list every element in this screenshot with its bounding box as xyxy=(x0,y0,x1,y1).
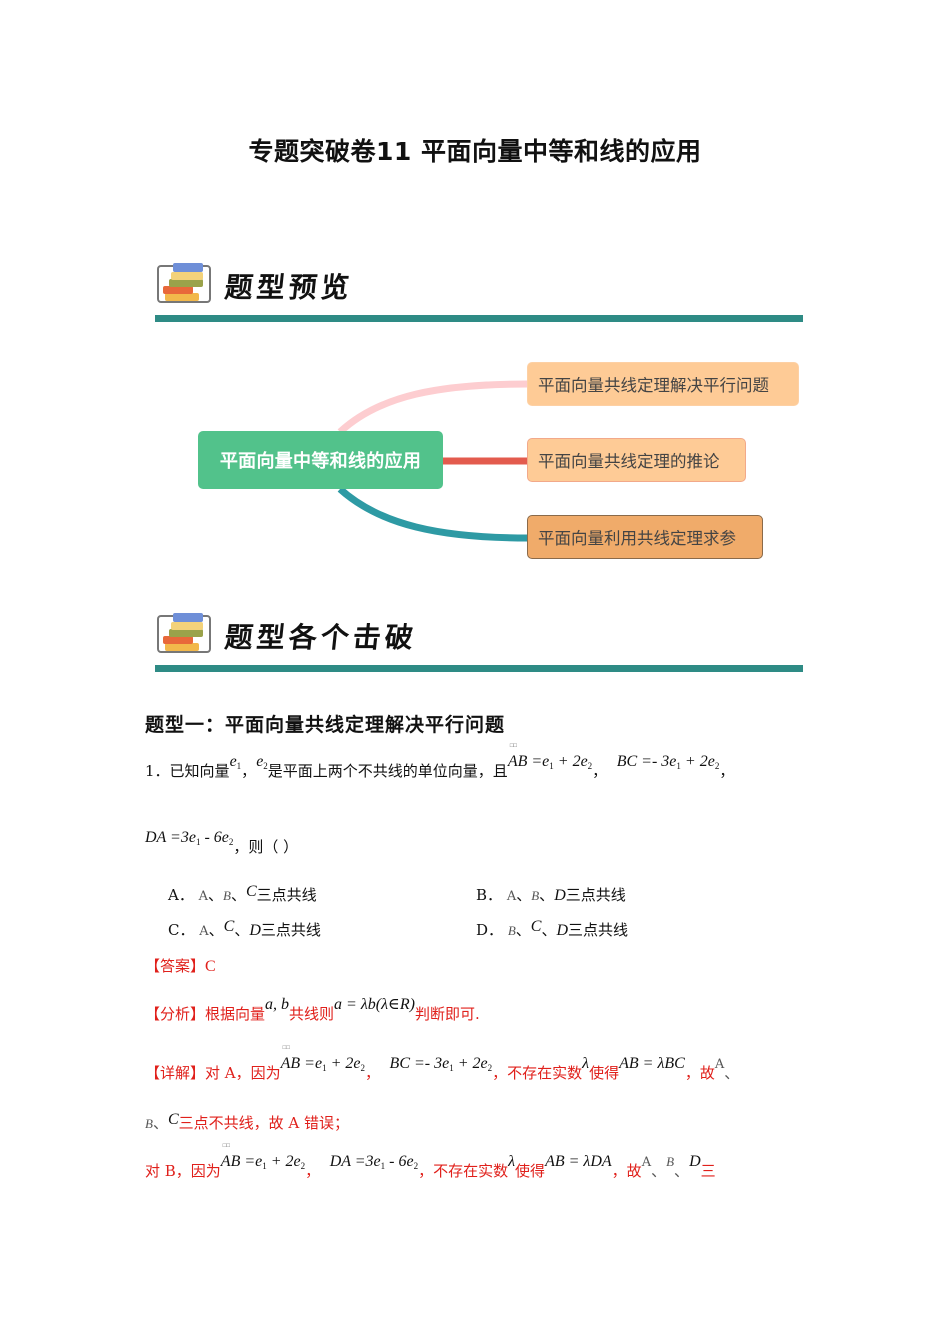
analysis-label: 【分析】 xyxy=(145,1005,206,1023)
formula-ab: AB =e1 + 2e2 xyxy=(281,1055,365,1073)
vector-e1: e1 xyxy=(229,753,242,771)
section-header-preview: 题型预览 xyxy=(155,258,803,322)
comma: ， xyxy=(719,762,735,780)
section-divider xyxy=(155,315,803,322)
book-stack-icon xyxy=(157,263,211,303)
answer-label: 【答案】 xyxy=(145,957,206,975)
detail-line-1: 【详解】对 A，因为AB =e1 + 2e2， BC =- 3e1 + 2e2，… xyxy=(145,1055,739,1083)
section-label: 题型各个击破 xyxy=(223,621,419,654)
comma: ， xyxy=(241,762,257,780)
analysis-line: 【分析】根据向量a, b共线则a = λb(λ∈R)判断即可. xyxy=(145,996,480,1023)
stem-text: 已知向量 xyxy=(169,762,230,780)
question-number: 1． xyxy=(145,762,170,780)
mindmap-branch-1: 平面向量共线定理解决平行问题 xyxy=(527,362,799,406)
page-title: 专题突破卷11 平面向量中等和线的应用 xyxy=(248,137,702,166)
option-a[interactable]: A． A、B、C三点共线 xyxy=(168,883,317,904)
option-c[interactable]: C． A、C、D三点共线 xyxy=(168,918,321,939)
formula-da: DA =3e1 - 6e2 xyxy=(329,1153,419,1171)
book-stack-icon xyxy=(157,613,211,653)
question-1-stem-line2: DA =3e1 - 6e2，则（ ） xyxy=(145,829,299,857)
detail-label: 【详解】 xyxy=(145,1064,206,1082)
mindmap-branch-2: 平面向量共线定理的推论 xyxy=(527,438,746,482)
answer-value: C xyxy=(205,958,216,975)
formula-da: DA =3e1 - 6e2 xyxy=(145,829,234,847)
section-header-breakdown: 题型各个击破 xyxy=(155,608,803,672)
formula-bc: BC =- 3e1 + 2e2 xyxy=(389,1055,493,1073)
formula-ab: AB =e1 + 2e2 xyxy=(221,1153,305,1171)
stem-tail: ，则（ ） xyxy=(233,838,299,856)
section-label: 题型预览 xyxy=(223,271,355,304)
option-b[interactable]: B． A、B、D三点共线 xyxy=(476,886,626,904)
section-divider xyxy=(155,665,803,672)
stem-text: 是平面上两个不共线的单位向量，且 xyxy=(267,762,508,780)
formula-ab: AB =e1 + 2e2 xyxy=(508,753,592,771)
detail-line-3: 对 B，因为AB =e1 + 2e2， DA =3e1 - 6e2，不存在实数λ… xyxy=(145,1153,716,1181)
vector-e2: e2 xyxy=(256,753,268,771)
mindmap-root-node: 平面向量中等和线的应用 xyxy=(198,431,443,489)
detail-line-2: B、C三点不共线，故 A 错误； xyxy=(145,1111,350,1132)
answer-line: 【答案】C xyxy=(145,955,216,976)
question-1-stem-line1: 1．已知向量e1，e2是平面上两个不共线的单位向量，且AB =e1 + 2e2，… xyxy=(145,753,735,781)
question-type-heading: 题型一：平面向量共线定理解决平行问题 xyxy=(145,714,506,736)
mindmap-branch-3: 平面向量利用共线定理求参 xyxy=(527,515,763,559)
comma: ， xyxy=(592,762,608,780)
option-d[interactable]: D． B、C、D三点共线 xyxy=(476,918,629,939)
formula-bc: BC =- 3e1 + 2e2 xyxy=(616,753,720,771)
